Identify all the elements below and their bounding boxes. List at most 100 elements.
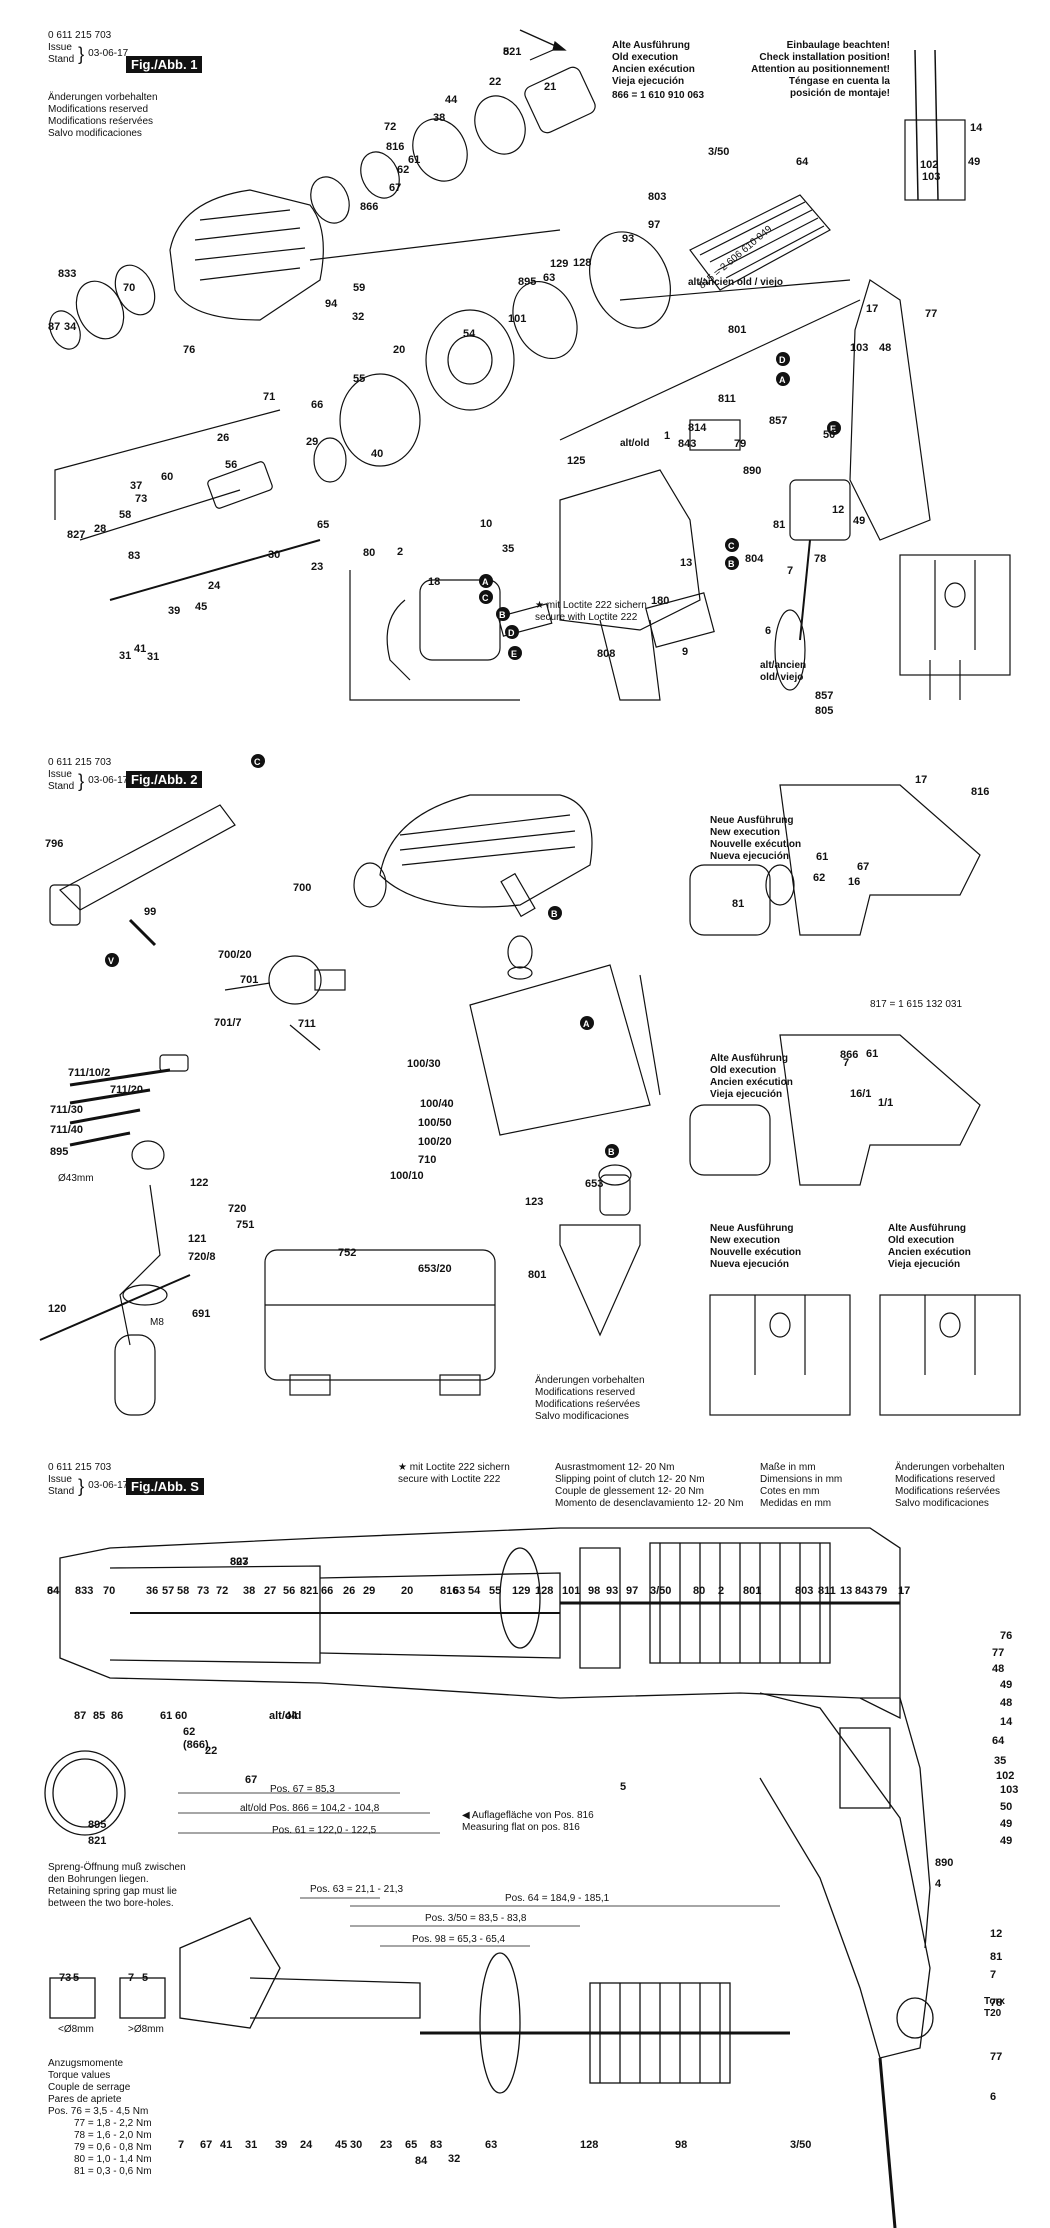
part-number-label: 16 — [848, 876, 860, 888]
part-number-label: 67 — [389, 182, 401, 194]
part-number-label: 79 — [734, 438, 746, 450]
part-number-label: 653/20 — [418, 1263, 452, 1275]
alt-old-label-3: alt/ancien old/ viejo — [760, 660, 807, 683]
part-number-label: 80 — [363, 547, 375, 559]
part-number-label: 7 — [178, 2139, 184, 2151]
part-number-label: 77 — [990, 2051, 1002, 2063]
part-number-label: 653 — [585, 1178, 603, 1190]
part-number-label: 5 — [503, 46, 509, 58]
part-number-label: 128 — [573, 257, 591, 269]
part-number-label: 857 — [815, 690, 833, 702]
bore-gt-8mm: >Ø8mm — [128, 2024, 164, 2035]
svg-text:C: C — [728, 541, 735, 551]
pos67-dim: Pos. 67 = 85,3 — [270, 1784, 335, 1795]
part-number-label: 38 — [433, 112, 445, 124]
svg-text:C: C — [482, 593, 489, 603]
part-number-label: 803 — [230, 1556, 248, 1568]
part-number-label: 67 — [245, 1774, 257, 1786]
part-number-label: 63 — [485, 2139, 497, 2151]
part-number-label: 801 — [728, 324, 746, 336]
part-number-label: 30 — [350, 2139, 362, 2151]
part-number-label: 801 — [528, 1269, 546, 1281]
part-number-label: 821 — [300, 1585, 318, 1597]
part-number-label: 10 — [480, 518, 492, 530]
part-number-label: 857 — [769, 415, 787, 427]
part-number-label: 821 — [503, 46, 521, 58]
part-number-label: 4 — [935, 1878, 942, 1890]
part-number-label: 180 — [651, 595, 669, 607]
part-number-label: 22 — [205, 1745, 217, 1757]
part-number-label: 1 — [664, 430, 670, 442]
part-number-label: 1/1 — [878, 1097, 893, 1109]
part-number-label: 58 — [119, 509, 131, 521]
part-number-label: 843 — [855, 1585, 873, 1597]
part-number-label: 2 — [397, 546, 403, 558]
part-number-label: 3/50 — [650, 1585, 671, 1597]
part-number-label: 100/30 — [407, 1058, 441, 1070]
figure-2-accessories: 0 611 215 703 Issue Stand } 03-06-17 Fig… — [0, 735, 1050, 1435]
alt-old-label: alt/ancien old / viejo — [688, 277, 784, 288]
part-number-label: 710 — [418, 1154, 436, 1166]
pos63-dim: Pos. 63 = 21,1 - 21,3 — [310, 1884, 404, 1895]
part-number-label: 2 — [718, 1585, 724, 1597]
part-number-label: 73 — [59, 1972, 71, 1984]
part-number-label: 711/10/2 — [68, 1067, 110, 1079]
part-number-label: 79 — [875, 1585, 887, 1597]
part-number-label: 60 — [175, 1710, 187, 1722]
part-number-label: 31 — [119, 650, 131, 662]
part-number-label: 103 — [1000, 1784, 1018, 1796]
part-number-label: 54 — [468, 1585, 481, 1597]
part-number-label: 24 — [300, 2139, 313, 2151]
part-number-label: 70 — [103, 1585, 115, 1597]
part-number-label: 100/10 — [390, 1170, 424, 1182]
part-number-label: alt/old — [269, 1710, 301, 1722]
part-number-label: 895 — [88, 1819, 106, 1831]
part-number-label: 86 — [111, 1710, 123, 1722]
part-number-label: 128 — [535, 1585, 553, 1597]
part-number-label: 41 — [134, 643, 146, 655]
part-number-label: 62 — [397, 164, 409, 176]
figure-tag-3: Fig./Abb. S — [126, 1478, 204, 1495]
part-number-label: 801 — [743, 1585, 761, 1597]
svg-text:A: A — [779, 375, 786, 385]
pos350-dim: Pos. 3/50 = 83,5 - 83,8 — [425, 1913, 527, 1924]
part-number-label: 31 — [245, 2139, 257, 2151]
part-number-label: 101 — [562, 1585, 580, 1597]
part-number-label: 803 — [795, 1585, 813, 1597]
thread-m8: M8 — [150, 1317, 164, 1328]
part-number-label: 48 — [1000, 1697, 1012, 1709]
svg-text:B: B — [608, 1147, 615, 1157]
pos64-dim: Pos. 64 = 184,9 - 185,1 — [505, 1893, 610, 1904]
part-number-label: 811 — [818, 1585, 836, 1597]
part-number-label: 76 — [1000, 1630, 1012, 1642]
part-number-label: 17 — [866, 303, 878, 315]
svg-text:D: D — [779, 355, 786, 365]
figure-s-sectional-view: 0 611 215 703 Issue Stand } 03-06-17 Fig… — [0, 1448, 1050, 2228]
doc-date: 03-06-17 — [88, 48, 129, 59]
part-number-label: 56 — [225, 459, 237, 471]
part-number-label: 81 — [732, 898, 744, 910]
ref-817: 817 = 1 615 132 031 — [870, 999, 963, 1010]
part-number-label: 796 — [45, 838, 63, 850]
part-number-label: 72 — [216, 1585, 228, 1597]
part-number-label: 711/20 — [110, 1084, 143, 1096]
part-number-label: 99 — [144, 906, 156, 918]
part-number-label: 41 — [220, 2139, 232, 2151]
part-number-label: 49 — [968, 156, 980, 168]
part-number-label: 63 — [453, 1585, 465, 1597]
part-number-label: 58 — [177, 1585, 189, 1597]
part-number-label: 816 — [440, 1585, 458, 1597]
part-number-label: 97 — [648, 219, 660, 231]
part-number-label: 23 — [311, 561, 323, 573]
part-number-label: 129 — [512, 1585, 530, 1597]
part-number-label: 100/20 — [418, 1136, 452, 1148]
part-number-label: 866 — [360, 201, 378, 213]
part-number-label: 65 — [317, 519, 329, 531]
part-number-label: 22 — [489, 76, 501, 88]
svg-text:B: B — [499, 610, 506, 620]
part-number-label: 827 — [230, 1556, 248, 1568]
stand-label: Stand — [48, 54, 75, 65]
